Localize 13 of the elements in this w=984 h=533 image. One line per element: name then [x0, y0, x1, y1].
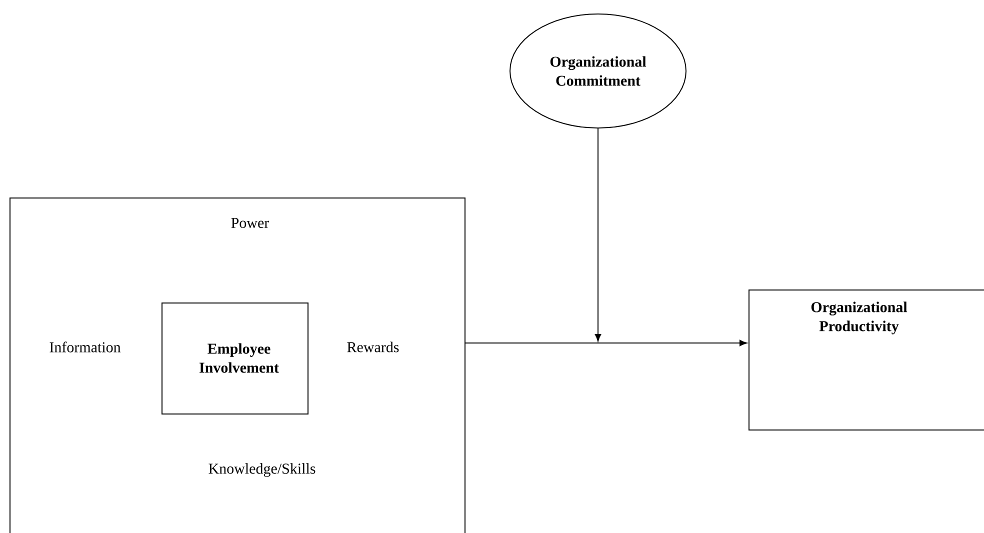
- outer-box: [10, 198, 466, 533]
- process-box: [748, 290, 984, 430]
- node-label: Power: [231, 218, 270, 228]
- arrow: [594, 128, 602, 342]
- node-label: Information: [50, 342, 121, 352]
- node-label: Employee Involvement: [200, 343, 279, 373]
- node-label: Organizational Commitment: [550, 56, 646, 86]
- arrow: [465, 340, 748, 346]
- ellipse-node: [510, 14, 686, 128]
- node-label: Rewards: [347, 342, 399, 352]
- process-box: [162, 302, 308, 414]
- node-label: Knowledge/Skills: [208, 463, 316, 477]
- node-label: Organizational Productivity: [811, 302, 908, 334]
